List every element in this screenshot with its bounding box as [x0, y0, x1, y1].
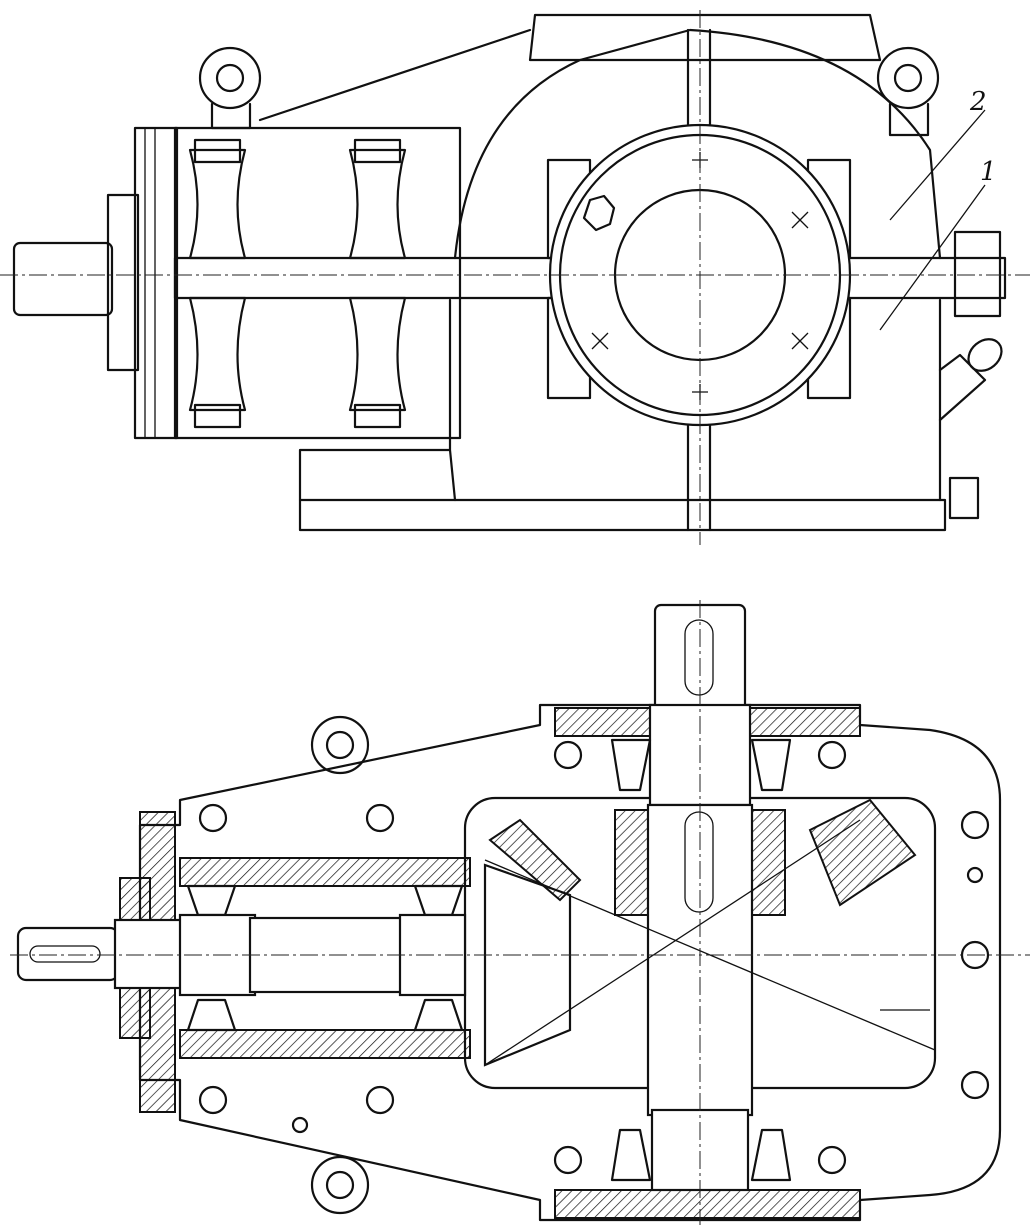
leader-part-1 — [879, 184, 986, 331]
leader-part-2 — [889, 109, 986, 221]
pinion-keyway — [29, 945, 101, 963]
base-plate — [298, 498, 947, 532]
rib-upper — [686, 28, 712, 142]
pinion-housing — [173, 126, 462, 440]
output-keyway-lower — [684, 811, 714, 913]
pinion-shaft-seal-section — [113, 918, 187, 990]
side-elevation-view: 2 1 — [0, 10, 1030, 545]
pitch-line-2 — [484, 819, 861, 1066]
callout-part-1: 1 — [980, 157, 997, 187]
output-bearings — [554, 707, 861, 1219]
lifting-eye-right — [876, 46, 940, 137]
plan-section-view — [10, 600, 1030, 1225]
gear-hub-left — [614, 809, 651, 916]
gear-hub-right — [749, 809, 786, 916]
lifting-eye-left — [198, 46, 262, 130]
housing-outline — [138, 703, 1002, 1222]
cover-slope — [258, 28, 532, 122]
lower-housing-left — [298, 298, 457, 502]
input-shaft-end — [12, 241, 114, 317]
bevel-pinion-teeth-section — [488, 818, 582, 902]
bevel-gear-teeth-right — [808, 798, 917, 907]
housing-bolts — [198, 715, 990, 1215]
flange-gasket — [144, 127, 156, 439]
callout-part-2: 2 — [969, 87, 987, 117]
pinion-shaft-end — [16, 926, 120, 982]
left-flange — [133, 126, 179, 440]
plug-nut — [582, 194, 616, 232]
inspection-cover — [528, 13, 882, 62]
rib-lower — [686, 418, 712, 532]
oil-dipstick — [938, 338, 1003, 422]
bearing-cap — [106, 193, 140, 372]
output-keyway-upper — [684, 619, 714, 696]
